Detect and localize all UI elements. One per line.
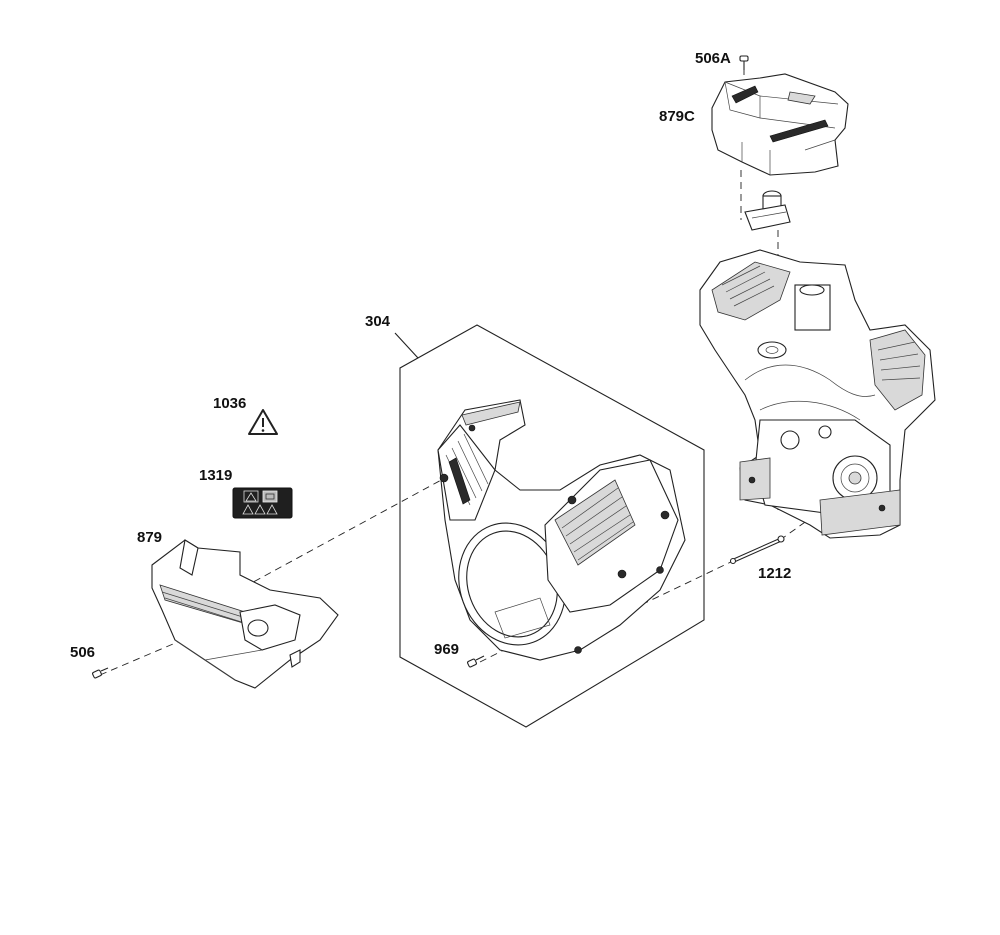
callout-879[interactable]: 879 <box>137 529 162 546</box>
stud-1212[interactable] <box>729 535 785 565</box>
group-frame-304 <box>399 324 705 728</box>
safety-label-1319[interactable] <box>232 487 293 519</box>
callout-1319[interactable]: 1319 <box>199 467 232 484</box>
callout-1036[interactable]: 1036 <box>213 395 246 412</box>
screw-969[interactable] <box>467 655 485 668</box>
throttle-bracket <box>744 190 791 231</box>
shield-879[interactable] <box>151 539 339 689</box>
callout-969[interactable]: 969 <box>434 641 459 658</box>
warning-decal-1036[interactable] <box>248 409 278 435</box>
callout-879c[interactable]: 879C <box>659 108 695 125</box>
callout-506a[interactable]: 506A <box>695 50 731 67</box>
callout-304[interactable]: 304 <box>365 313 391 330</box>
screw-506a[interactable] <box>739 55 749 70</box>
engine-assembly <box>699 249 936 539</box>
screw-506[interactable] <box>92 667 109 679</box>
callout-1212[interactable]: 1212 <box>758 565 791 582</box>
leader-304 <box>394 332 419 359</box>
blower-housing-304[interactable] <box>437 399 686 661</box>
callout-506[interactable]: 506 <box>70 644 95 661</box>
cover-879c[interactable] <box>711 73 849 176</box>
